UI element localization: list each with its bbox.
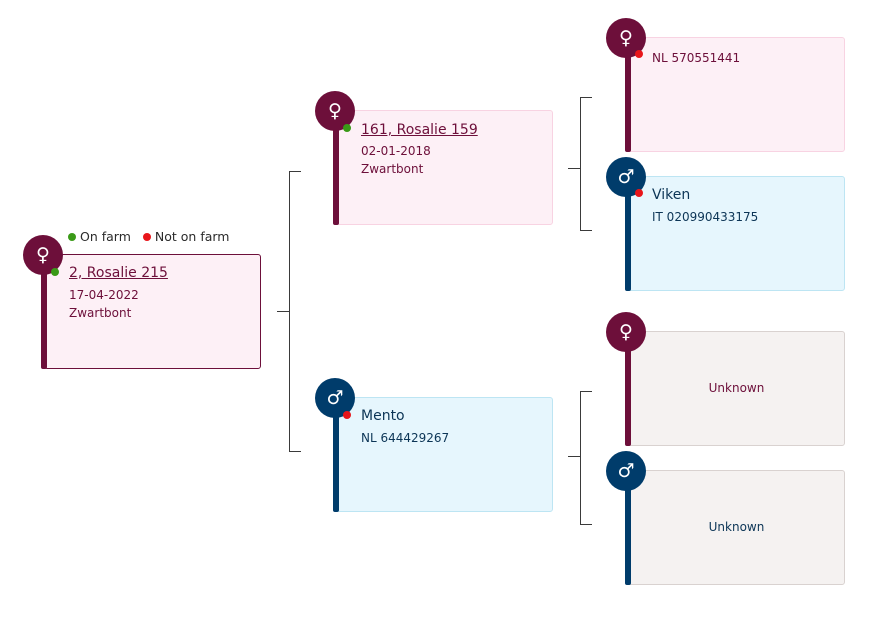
birth-date: 17-04-2022 bbox=[69, 288, 139, 302]
status-legend: On farm Not on farm bbox=[68, 229, 241, 244]
animal-id: NL 644429267 bbox=[361, 431, 450, 445]
animal-name-link[interactable]: 161, Rosalie 159 bbox=[361, 122, 478, 138]
female-bar bbox=[625, 335, 631, 446]
connector-root bbox=[277, 311, 289, 312]
animal-name: Viken bbox=[652, 187, 691, 203]
animal-card-sire-sire bbox=[628, 470, 845, 585]
unknown-label: Unknown bbox=[708, 381, 765, 395]
male-bar bbox=[333, 401, 339, 512]
connector-dam-vertical bbox=[580, 97, 581, 231]
male-bar bbox=[625, 180, 631, 291]
connector-parents-vertical bbox=[289, 171, 290, 452]
female-bar bbox=[625, 41, 631, 152]
animal-card-sire-dam bbox=[628, 331, 845, 446]
birth-date: 02-01-2018 bbox=[361, 144, 431, 158]
male-bar bbox=[625, 474, 631, 585]
breed: Zwartbont bbox=[361, 162, 424, 176]
connector-sire-vertical bbox=[580, 391, 581, 525]
connector-dam-out bbox=[568, 168, 580, 169]
connector-dam-sire bbox=[580, 230, 592, 231]
not-on-farm-label: Not on farm bbox=[154, 229, 230, 244]
female-bar bbox=[333, 114, 339, 225]
unknown-label: Unknown bbox=[708, 520, 765, 534]
on-farm-label: On farm bbox=[80, 229, 131, 244]
animal-id: NL 570551441 bbox=[652, 51, 741, 65]
animal-card-dam-sire[interactable] bbox=[628, 176, 845, 291]
connector-dam-dam bbox=[580, 97, 592, 98]
on-farm-dot bbox=[68, 232, 76, 241]
breed: Zwartbont bbox=[69, 306, 132, 320]
female-bar bbox=[41, 258, 47, 369]
not-on-farm-status-dot bbox=[343, 411, 351, 419]
connector-dam bbox=[289, 171, 301, 172]
animal-card-root[interactable] bbox=[44, 254, 261, 369]
not-on-farm-status-dot bbox=[635, 189, 643, 197]
female-icon: ♀ bbox=[23, 235, 63, 275]
male-icon: ♂ bbox=[606, 451, 646, 491]
connector-sire bbox=[289, 451, 301, 452]
animal-name-link[interactable]: 2, Rosalie 215 bbox=[69, 265, 168, 281]
on-farm-status-dot bbox=[51, 268, 59, 276]
not-on-farm-dot bbox=[142, 232, 151, 241]
connector-sire-dam bbox=[580, 391, 592, 392]
animal-card-dam-dam[interactable] bbox=[628, 37, 845, 152]
on-farm-status-dot bbox=[343, 124, 351, 132]
not-on-farm-status-dot bbox=[635, 50, 643, 58]
connector-sire-sire bbox=[580, 524, 592, 525]
animal-id: IT 020990433175 bbox=[652, 210, 759, 224]
animal-name: Mento bbox=[361, 408, 405, 424]
female-icon: ♀ bbox=[606, 312, 646, 352]
connector-sire-out bbox=[568, 456, 580, 457]
